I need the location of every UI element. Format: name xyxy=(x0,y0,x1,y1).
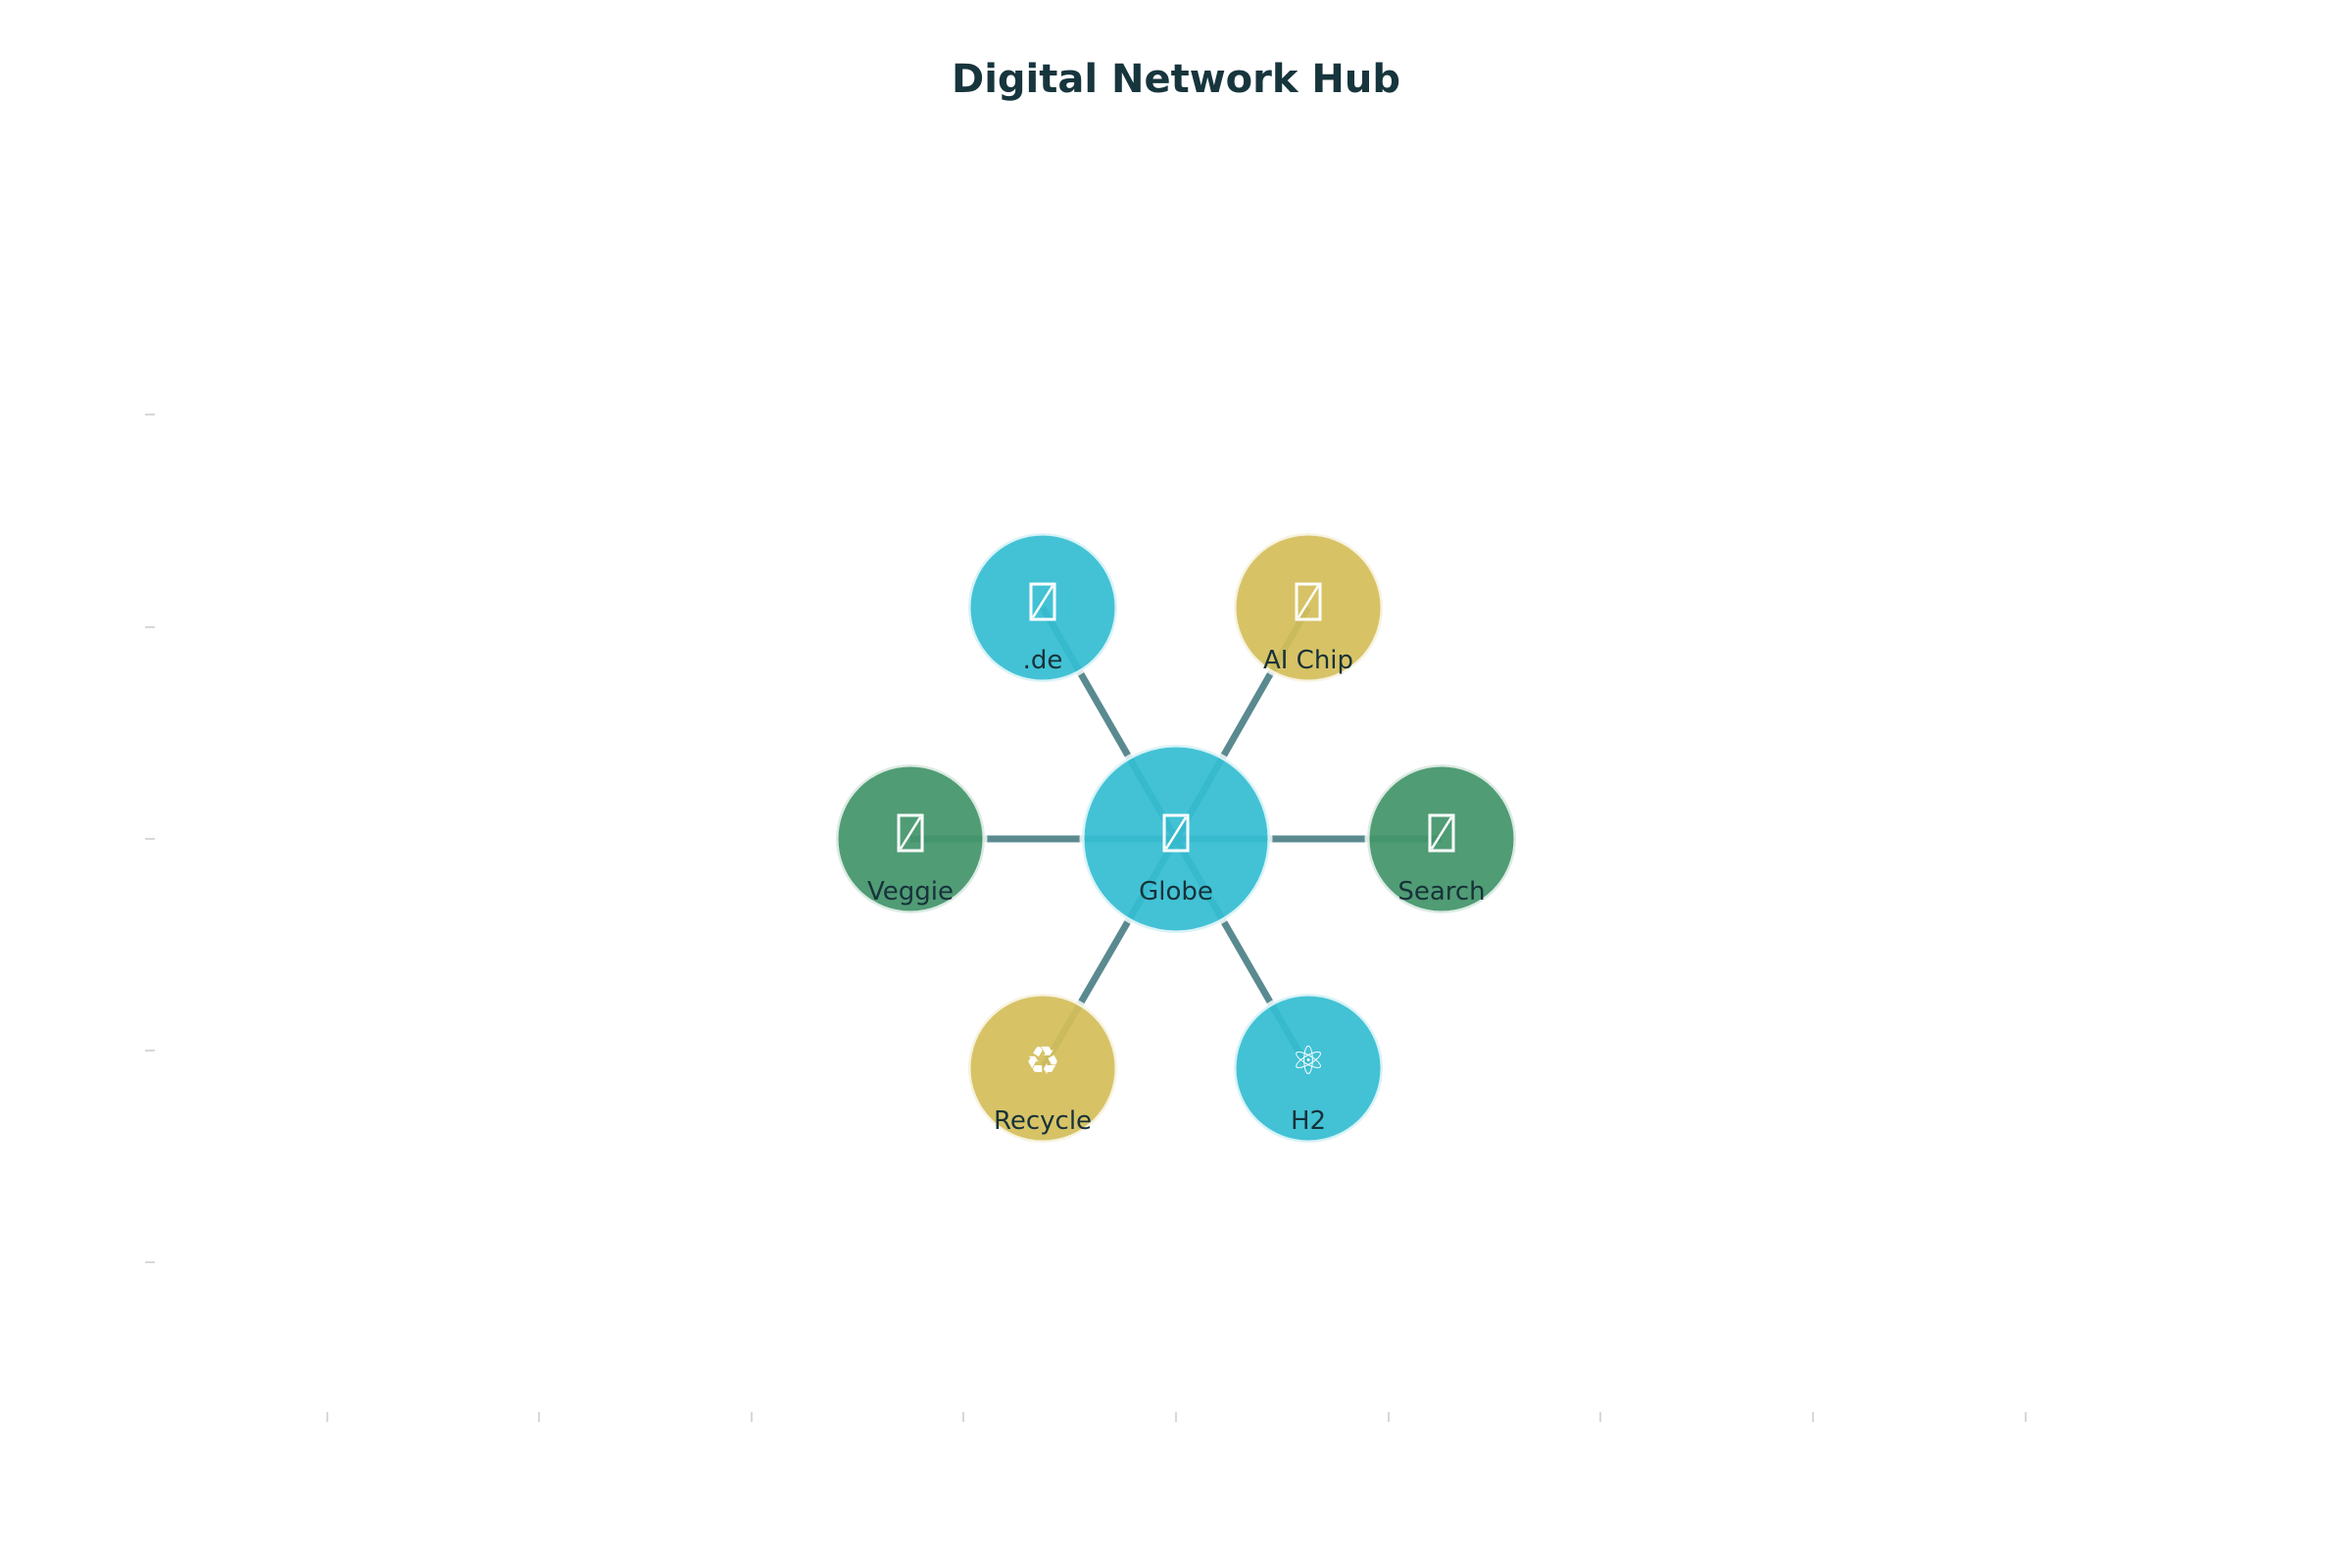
node-label: Recycle xyxy=(994,1106,1092,1136)
node-circle xyxy=(1364,761,1519,916)
node-label: Globe xyxy=(1139,877,1213,906)
node-veggie[interactable]: Veggie xyxy=(833,761,988,916)
node-globe[interactable]: Globe xyxy=(1079,742,1273,936)
veggie-icon xyxy=(897,813,924,853)
node-label: Veggie xyxy=(867,877,954,906)
atom-icon: ⚛ xyxy=(1291,1039,1326,1084)
recycle-icon: ♻ xyxy=(1025,1039,1060,1084)
node-circle xyxy=(1079,742,1273,936)
node-circle xyxy=(833,761,988,916)
globe-icon xyxy=(1162,813,1190,853)
node-label: AI Chip xyxy=(1263,646,1353,675)
node-h2[interactable]: ⚛ H2 xyxy=(1231,991,1386,1146)
chart-title: Digital Network Hub xyxy=(951,57,1400,102)
node-label: H2 xyxy=(1291,1106,1326,1136)
flag-icon xyxy=(1029,582,1056,621)
node-circle xyxy=(1231,530,1386,685)
node-de[interactable]: .de xyxy=(965,530,1120,685)
search-icon xyxy=(1428,813,1455,853)
node-label: .de xyxy=(1023,646,1063,675)
node-circle xyxy=(1231,991,1386,1146)
node-ai[interactable]: AI Chip xyxy=(1231,530,1386,685)
node-circle xyxy=(965,991,1120,1146)
node-circle xyxy=(965,530,1120,685)
chip-icon xyxy=(1295,582,1322,621)
node-label: Search xyxy=(1397,877,1485,906)
node-recycle[interactable]: ♻ Recycle xyxy=(965,991,1120,1146)
node-search[interactable]: Search xyxy=(1364,761,1519,916)
